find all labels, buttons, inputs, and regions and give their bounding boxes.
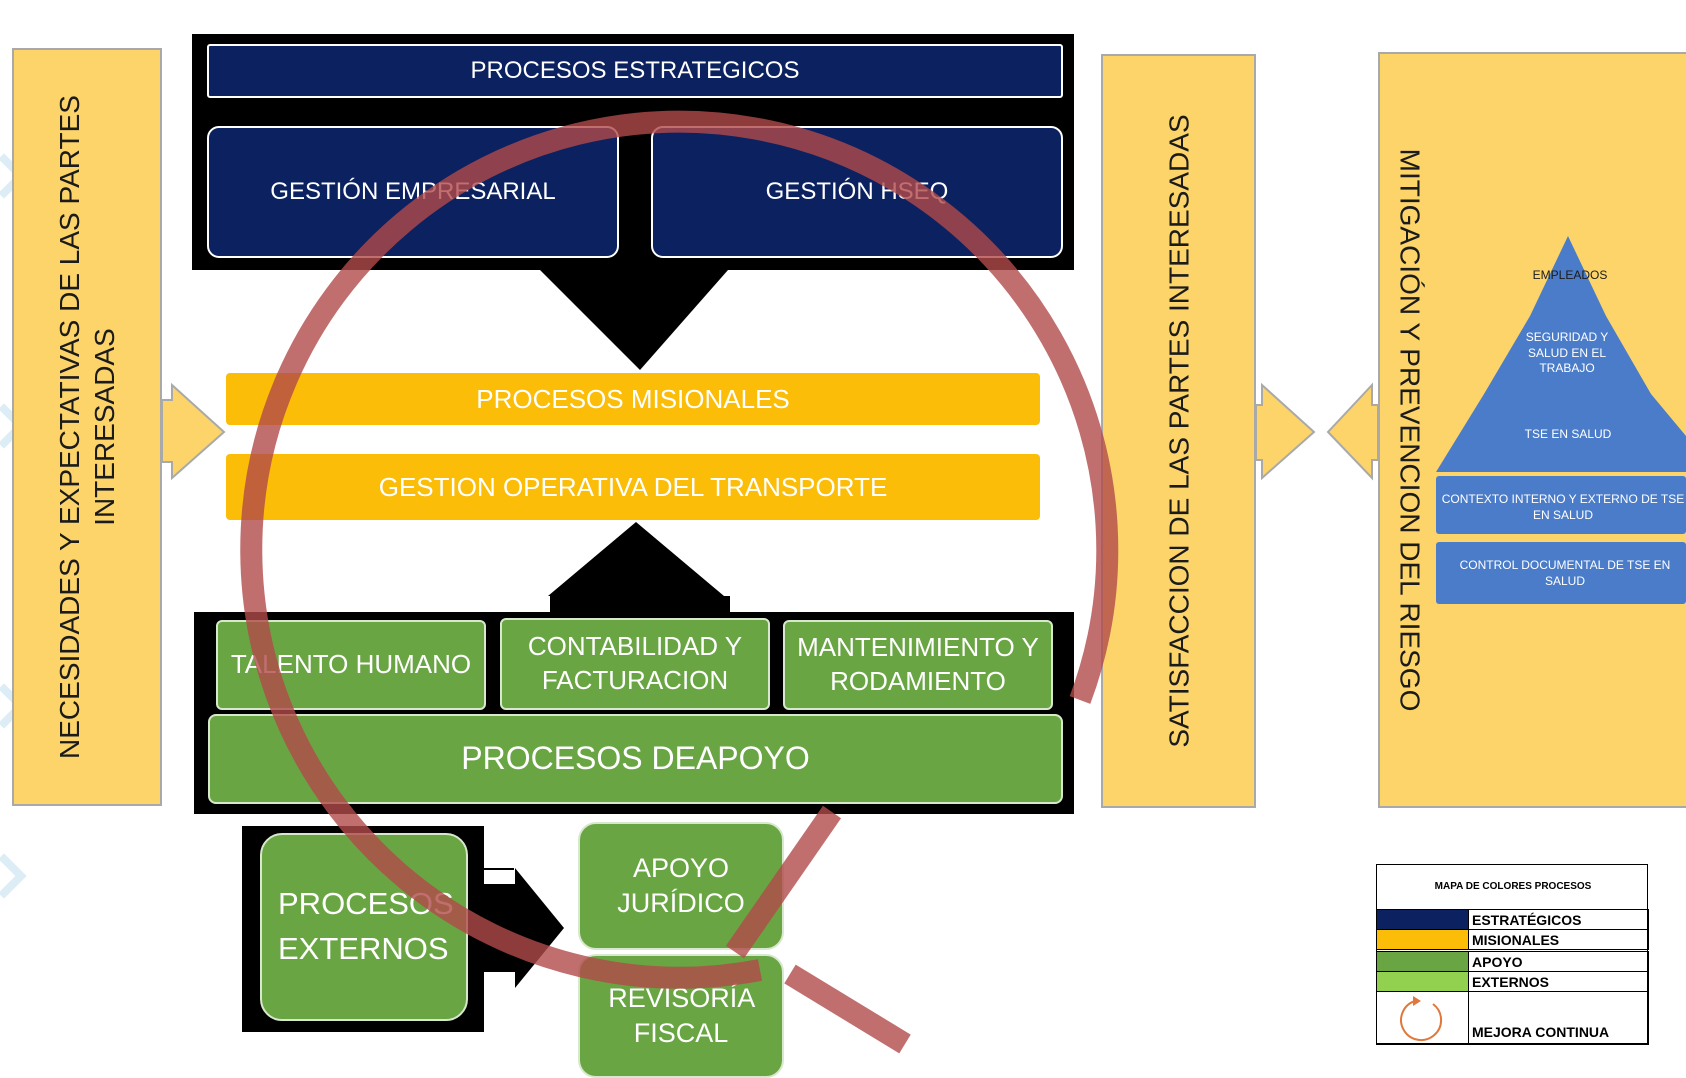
arrow-external-head — [484, 868, 564, 988]
arrow-strategic-to-missional — [540, 270, 728, 370]
missional-process: GESTION OPERATIVA DEL TRANSPORTE — [226, 454, 1040, 520]
strategic-header: PROCESOS ESTRATEGICOS — [207, 44, 1063, 98]
improvement-circle — [240, 110, 1119, 1054]
legend-title: MAPA DE COLORES PROCESOS — [1434, 881, 1592, 892]
arrow-needs-right — [161, 382, 226, 481]
legend-label-missional: MISIONALES — [1468, 929, 1649, 950]
arrow-support-to-missional — [550, 596, 730, 612]
arrow-risk-left — [1326, 382, 1379, 481]
external-label-text: PROCESOS EXTERNOS — [278, 886, 454, 966]
pyramid-label-sst: SEGURIDAD Y SALUD EN EL TRABAJO — [1525, 330, 1609, 376]
arrow-satisfaction-right — [1255, 382, 1316, 481]
risk-block-context-label: CONTEXTO INTERNO Y EXTERNO DE TSE EN SAL… — [1441, 492, 1685, 522]
legend-swatch-strategic — [1376, 909, 1469, 930]
pyramid-middle — [1484, 316, 1651, 394]
needs-panel: NECESIDADES Y EXPECTATIVAS DE LAS PARTES… — [12, 48, 162, 806]
legend-swatch-support — [1376, 951, 1469, 972]
pyramid-label-employees: EMPLEADOS — [1532, 268, 1608, 282]
legend-label-improvement: MEJORA CONTINUA — [1468, 991, 1649, 1045]
pyramid-label-tse: TSE EN SALUD — [1524, 427, 1612, 441]
risk-block-context — [1436, 476, 1686, 534]
legend-swatch-external — [1376, 971, 1469, 992]
mantenimiento-box: MANTENIMIENTO Y RODAMIENTO — [783, 620, 1053, 710]
legend-label-strategic: ESTRATÉGICOS — [1468, 909, 1649, 930]
legend-swatch-improvement — [1376, 991, 1469, 1045]
legend-swatch-missional — [1376, 929, 1469, 950]
cycle-icon — [1400, 996, 1443, 1042]
contabilidad-box: CONTABILIDAD Y FACTURACION — [500, 618, 770, 710]
external-label: PROCESOS EXTERNOS — [260, 833, 468, 1021]
arrow-external-to-support — [484, 868, 514, 870]
satisfaction-panel: SATISFACCION DE LAS PARTES INTERESADAS — [1101, 54, 1256, 808]
legend: MAPA DE COLORES PROCESOS ESTRATÉGICOS MI… — [1376, 864, 1649, 1045]
pyramid-bottom — [1436, 394, 1686, 472]
missional-header: PROCESOS MISIONALES — [226, 373, 1040, 425]
legend-label-external: EXTERNOS — [1468, 971, 1649, 992]
support-footer: PROCESOS DEAPOYO — [208, 714, 1063, 804]
risk-block-control — [1436, 542, 1686, 604]
pyramid-top — [1530, 236, 1606, 316]
arrow-support-up-head — [548, 522, 724, 596]
risk-block-control-label: CONTROL DOCUMENTAL DE TSE EN SALUD — [1459, 558, 1671, 588]
legend-label-support: APOYO — [1468, 951, 1649, 972]
